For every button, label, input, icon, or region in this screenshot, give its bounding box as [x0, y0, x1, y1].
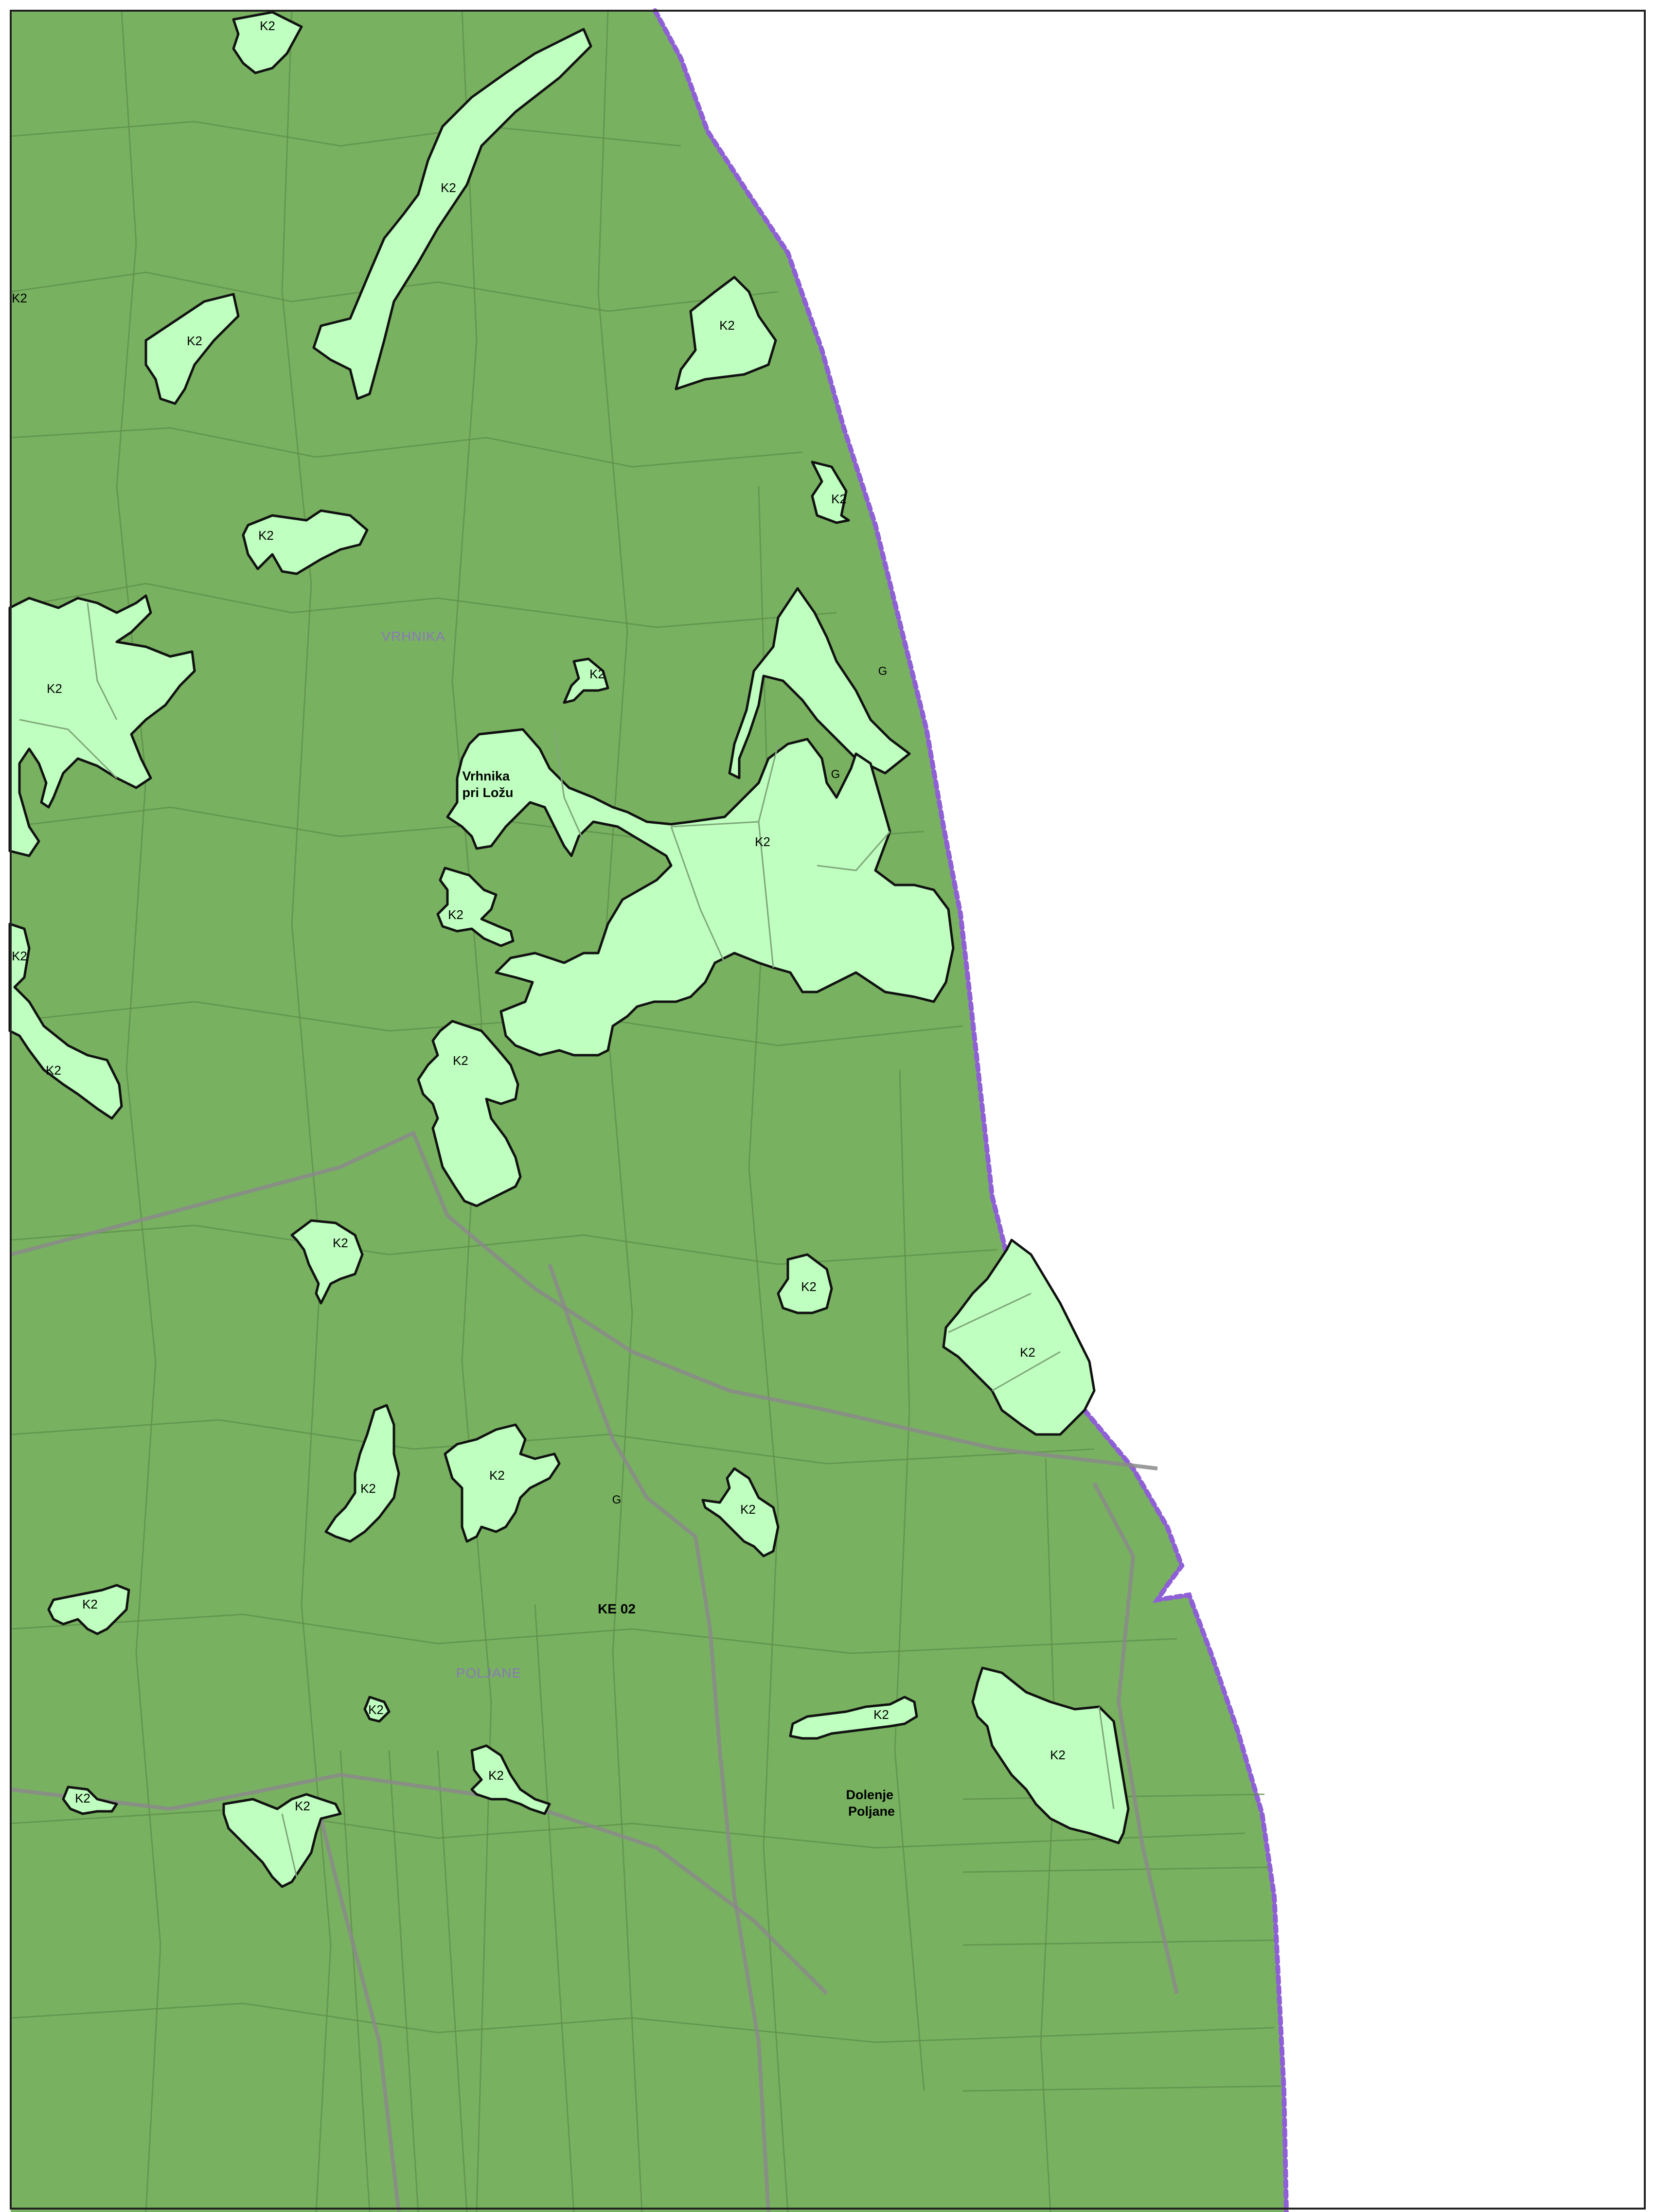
- k2-area: [446, 728, 955, 1057]
- k2-label: K2: [755, 834, 770, 849]
- k2-area: [675, 276, 777, 390]
- k2-area: [312, 28, 592, 400]
- k2-label: K2: [873, 1707, 889, 1722]
- k2-area: [8, 594, 196, 857]
- k2-area: [290, 1219, 364, 1305]
- k2-area: [971, 1666, 1130, 1844]
- k2-label: K2: [46, 1063, 61, 1078]
- k2-label: K2: [441, 180, 456, 195]
- k2-area: [8, 922, 123, 1120]
- k2-label: K2: [12, 949, 27, 963]
- k2-area: [363, 1696, 391, 1723]
- k2-label: K2: [82, 1597, 98, 1611]
- k2-area: [324, 1404, 400, 1543]
- k2-label: K2: [589, 667, 605, 681]
- k2-label: K2: [75, 1791, 90, 1805]
- k2-label: K2: [801, 1279, 817, 1294]
- map-frame: [10, 10, 1646, 2210]
- k2-label: K2: [1020, 1345, 1035, 1360]
- k2-label: K2: [258, 528, 274, 543]
- k2-label: K2: [488, 1768, 504, 1783]
- k2-area: [144, 293, 240, 405]
- k2-label: K2: [448, 907, 463, 922]
- zone-code-label: KE 02: [598, 1601, 636, 1616]
- k2-area: [777, 1253, 833, 1314]
- k2-area: [444, 1423, 561, 1543]
- k2-label: K2: [489, 1468, 505, 1483]
- k2-area: [701, 1467, 780, 1557]
- k2-label: K2: [12, 291, 27, 305]
- place-name-dolenje-poljane: Dolenje Poljane: [846, 1787, 897, 1819]
- k2-label: K2: [453, 1053, 468, 1068]
- k2-labels: K2 K2 K2 K2 K2 K2 K2 K2 K2 K2 K2 K2 K2 K…: [12, 18, 1066, 1813]
- k2-label: K2: [295, 1799, 310, 1813]
- k2-area: [242, 509, 369, 575]
- k2-label: K2: [1050, 1748, 1066, 1762]
- k2-label: K2: [187, 334, 202, 348]
- g-label: G: [831, 768, 840, 781]
- k2-label: K2: [740, 1502, 756, 1517]
- k2-area: [62, 1786, 118, 1815]
- k2-area: [563, 657, 609, 704]
- k2-label: K2: [333, 1236, 348, 1250]
- k2-area: [942, 1239, 1096, 1436]
- k2-area: [728, 587, 911, 779]
- k2-area: [811, 460, 850, 524]
- k2-area: [232, 11, 303, 74]
- k2-area: [222, 1793, 342, 1888]
- k2-area: [417, 1020, 522, 1207]
- k2-area: [789, 1696, 918, 1740]
- k2-area: [436, 867, 515, 947]
- cadastral-label-vrhnika: VRHNIKA: [381, 629, 445, 644]
- k2-area: [470, 1744, 551, 1815]
- k2-label: K2: [368, 1702, 384, 1717]
- k2-label: K2: [260, 18, 275, 33]
- k2-area: [47, 1584, 130, 1635]
- k2-label: K2: [47, 681, 62, 696]
- k2-label: K2: [719, 318, 735, 333]
- cadastral-label-poljane: POLJANE: [456, 1665, 522, 1681]
- k2-label: K2: [831, 492, 847, 506]
- g-label: G: [612, 1493, 622, 1506]
- forest-zone-area: [11, 11, 1286, 2212]
- k2-agricultural-areas: [8, 11, 1130, 1888]
- g-label: G: [878, 665, 888, 678]
- place-name-vrhnika-pri-lozu: Vrhnika pri Ložu: [462, 769, 513, 800]
- k2-label: K2: [360, 1481, 376, 1496]
